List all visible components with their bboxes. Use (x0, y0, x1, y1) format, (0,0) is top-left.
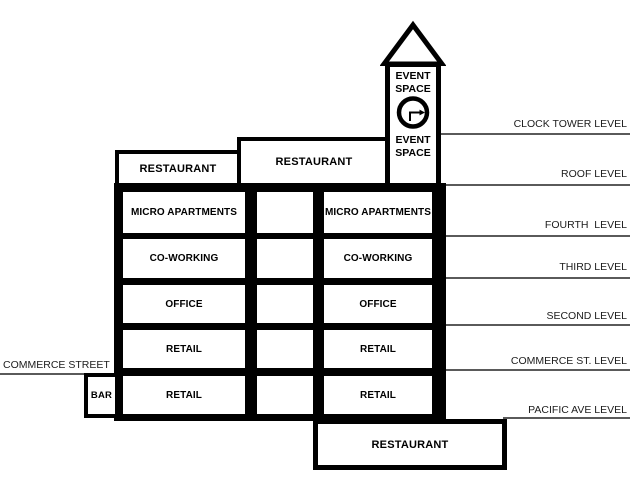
floor-cell: RETAIL (324, 330, 432, 368)
floor-cell: RETAIL (123, 376, 245, 414)
floor-cell: CO-WORKING (324, 239, 432, 278)
level-line-second (446, 324, 630, 326)
ground-restaurant-box: RESTAURANT (313, 419, 507, 470)
floor-cell: MICRO APARTMENTS (123, 192, 245, 233)
floor-cell: OFFICE (324, 285, 432, 323)
floor-cell-empty (257, 239, 313, 278)
level-label-pacific-ave: PACIFIC AVE LEVEL (528, 404, 627, 416)
floor-cell: RETAIL (324, 376, 432, 414)
level-line-roof (444, 184, 630, 186)
floor-cell-empty (257, 285, 313, 323)
level-label-commerce-st: COMMERCE ST. LEVEL (510, 355, 627, 367)
level-label-clock-tower: CLOCK TOWER LEVEL (513, 118, 627, 130)
floor-cell: MICRO APARTMENTS (324, 192, 432, 233)
level-line-third (446, 277, 630, 279)
commerce-street-label: COMMERCE STREET (3, 359, 110, 371)
roof-restaurant-box-left: RESTAURANT (115, 150, 241, 187)
level-label-roof: ROOF LEVEL (561, 168, 627, 180)
commerce-street-line (0, 373, 86, 375)
level-line-fourth (446, 235, 630, 237)
roof-restaurant-box-middle: RESTAURANT (237, 137, 391, 187)
room-label: RESTAURANT (139, 162, 217, 175)
level-label-second: SECOND LEVEL (546, 310, 627, 322)
tower-room-top: EVENT SPACE (395, 70, 431, 95)
clock-tower: EVENT SPACE EVENT SPACE (385, 62, 441, 188)
clock-icon (396, 96, 430, 129)
level-label-third: THIRD LEVEL (559, 261, 627, 273)
tower-roof-triangle (380, 20, 446, 66)
floor-cell: RETAIL (123, 330, 245, 368)
floor-cell-empty (257, 192, 313, 233)
level-line-pacific-ave (503, 417, 630, 419)
floor-cell: OFFICE (123, 285, 245, 323)
level-label-fourth: FOURTH LEVEL (544, 219, 627, 231)
bar-box: BAR (84, 373, 119, 418)
floor-cell-empty (257, 376, 313, 414)
room-label: BAR (90, 390, 113, 401)
room-label: RESTAURANT (371, 438, 449, 451)
floor-cell-empty (257, 330, 313, 368)
main-building-block: MICRO APARTMENTS MICRO APARTMENTS CO-WOR… (114, 183, 446, 421)
level-line-clock-tower (441, 133, 630, 135)
tower-room-bottom: EVENT SPACE (395, 134, 431, 159)
floor-cell: CO-WORKING (123, 239, 245, 278)
room-label: RESTAURANT (275, 156, 353, 168)
level-line-commerce-st (446, 369, 630, 371)
